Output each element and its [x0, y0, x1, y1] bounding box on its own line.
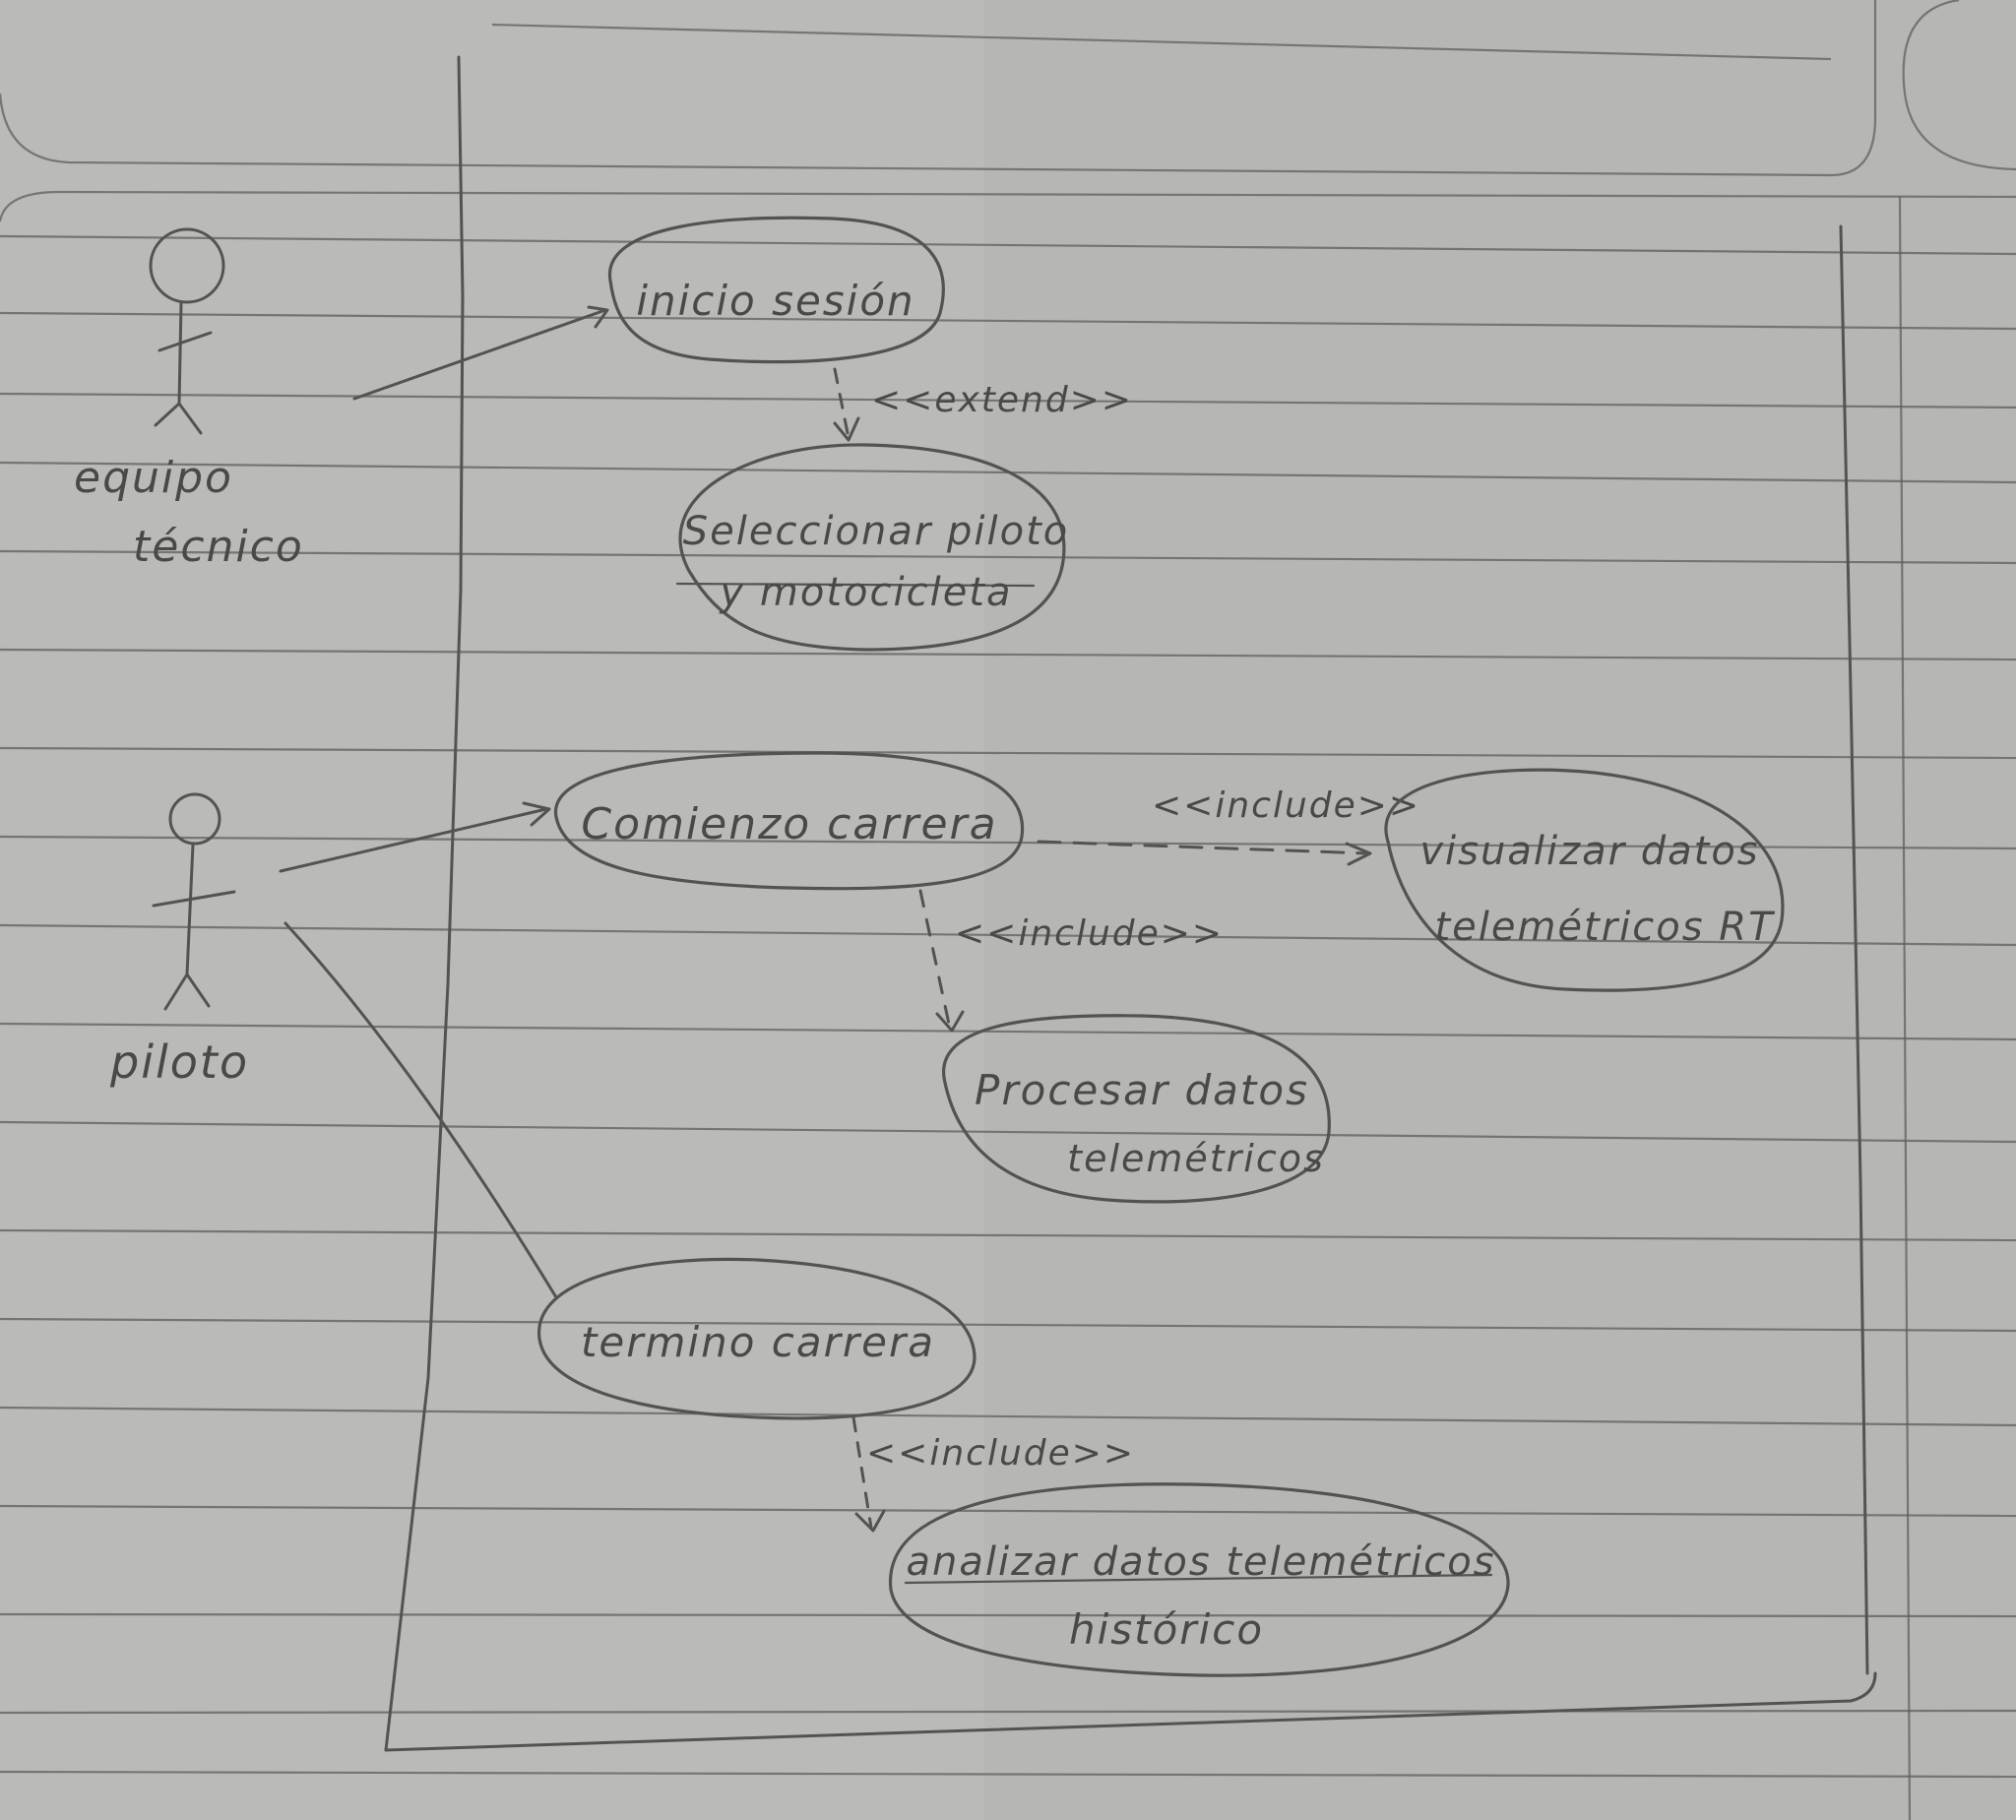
- association-lines: [279, 305, 609, 1299]
- include-label-analizar: <<include>>: [866, 1433, 1135, 1474]
- use-case-analizar-datos: analizar datos telemétricos histórico: [889, 1482, 1510, 1677]
- use-case-comienzo-carrera: Comienzo carrera: [554, 751, 1025, 891]
- use-case-procesar-datos: Procesar datos telemétricos: [941, 1014, 1331, 1204]
- use-case-seleccionar-piloto: Seleccionar piloto y motocicleta: [675, 443, 1070, 652]
- actor-equipo-label-line1: equipo: [74, 453, 233, 503]
- use-case-seleccionar-label-line2: y motocicleta: [720, 570, 1013, 615]
- system-boundary: [384, 55, 1877, 1752]
- use-case-termino-carrera: termino carrera: [537, 1257, 976, 1420]
- use-case-procesar-label-line1: Procesar datos: [975, 1066, 1309, 1114]
- dependency-lines: [833, 367, 1372, 1533]
- use-case-visualizar-label-line2: telemétricos RT: [1434, 905, 1776, 950]
- use-case-seleccionar-label-line1: Seleccionar piloto: [683, 509, 1070, 554]
- use-case-visualizar-label-line1: visualizar datos: [1419, 829, 1759, 874]
- include-label-procesar: <<include>>: [955, 913, 1224, 954]
- actor-equipo-tecnico: equipo técnico: [74, 227, 304, 572]
- use-case-termino-label: termino carrera: [581, 1318, 935, 1366]
- use-case-inicio-label: inicio sesión: [636, 277, 914, 325]
- extend-label: <<extend>>: [871, 380, 1133, 420]
- actor-equipo-label-line2: técnico: [133, 522, 304, 572]
- include-label-visualizar: <<include>>: [1152, 785, 1420, 826]
- relation-labels: <<extend>> <<include>> <<include>> <<inc…: [866, 380, 1420, 1474]
- use-case-analizar-label-line2: histórico: [1069, 1605, 1264, 1654]
- use-case-comienzo-label: Comienzo carrera: [581, 799, 997, 849]
- use-case-procesar-label-line2: telemétricos: [1067, 1137, 1325, 1180]
- actor-piloto: piloto: [109, 792, 249, 1089]
- use-case-inicio-sesion: inicio sesión: [608, 216, 945, 364]
- use-case-analizar-label-line1: analizar datos telemétricos: [906, 1539, 1495, 1585]
- actor-piloto-label: piloto: [109, 1036, 249, 1089]
- use-case-visualizar-datos: visualizar datos telemétricos RT: [1384, 768, 1785, 992]
